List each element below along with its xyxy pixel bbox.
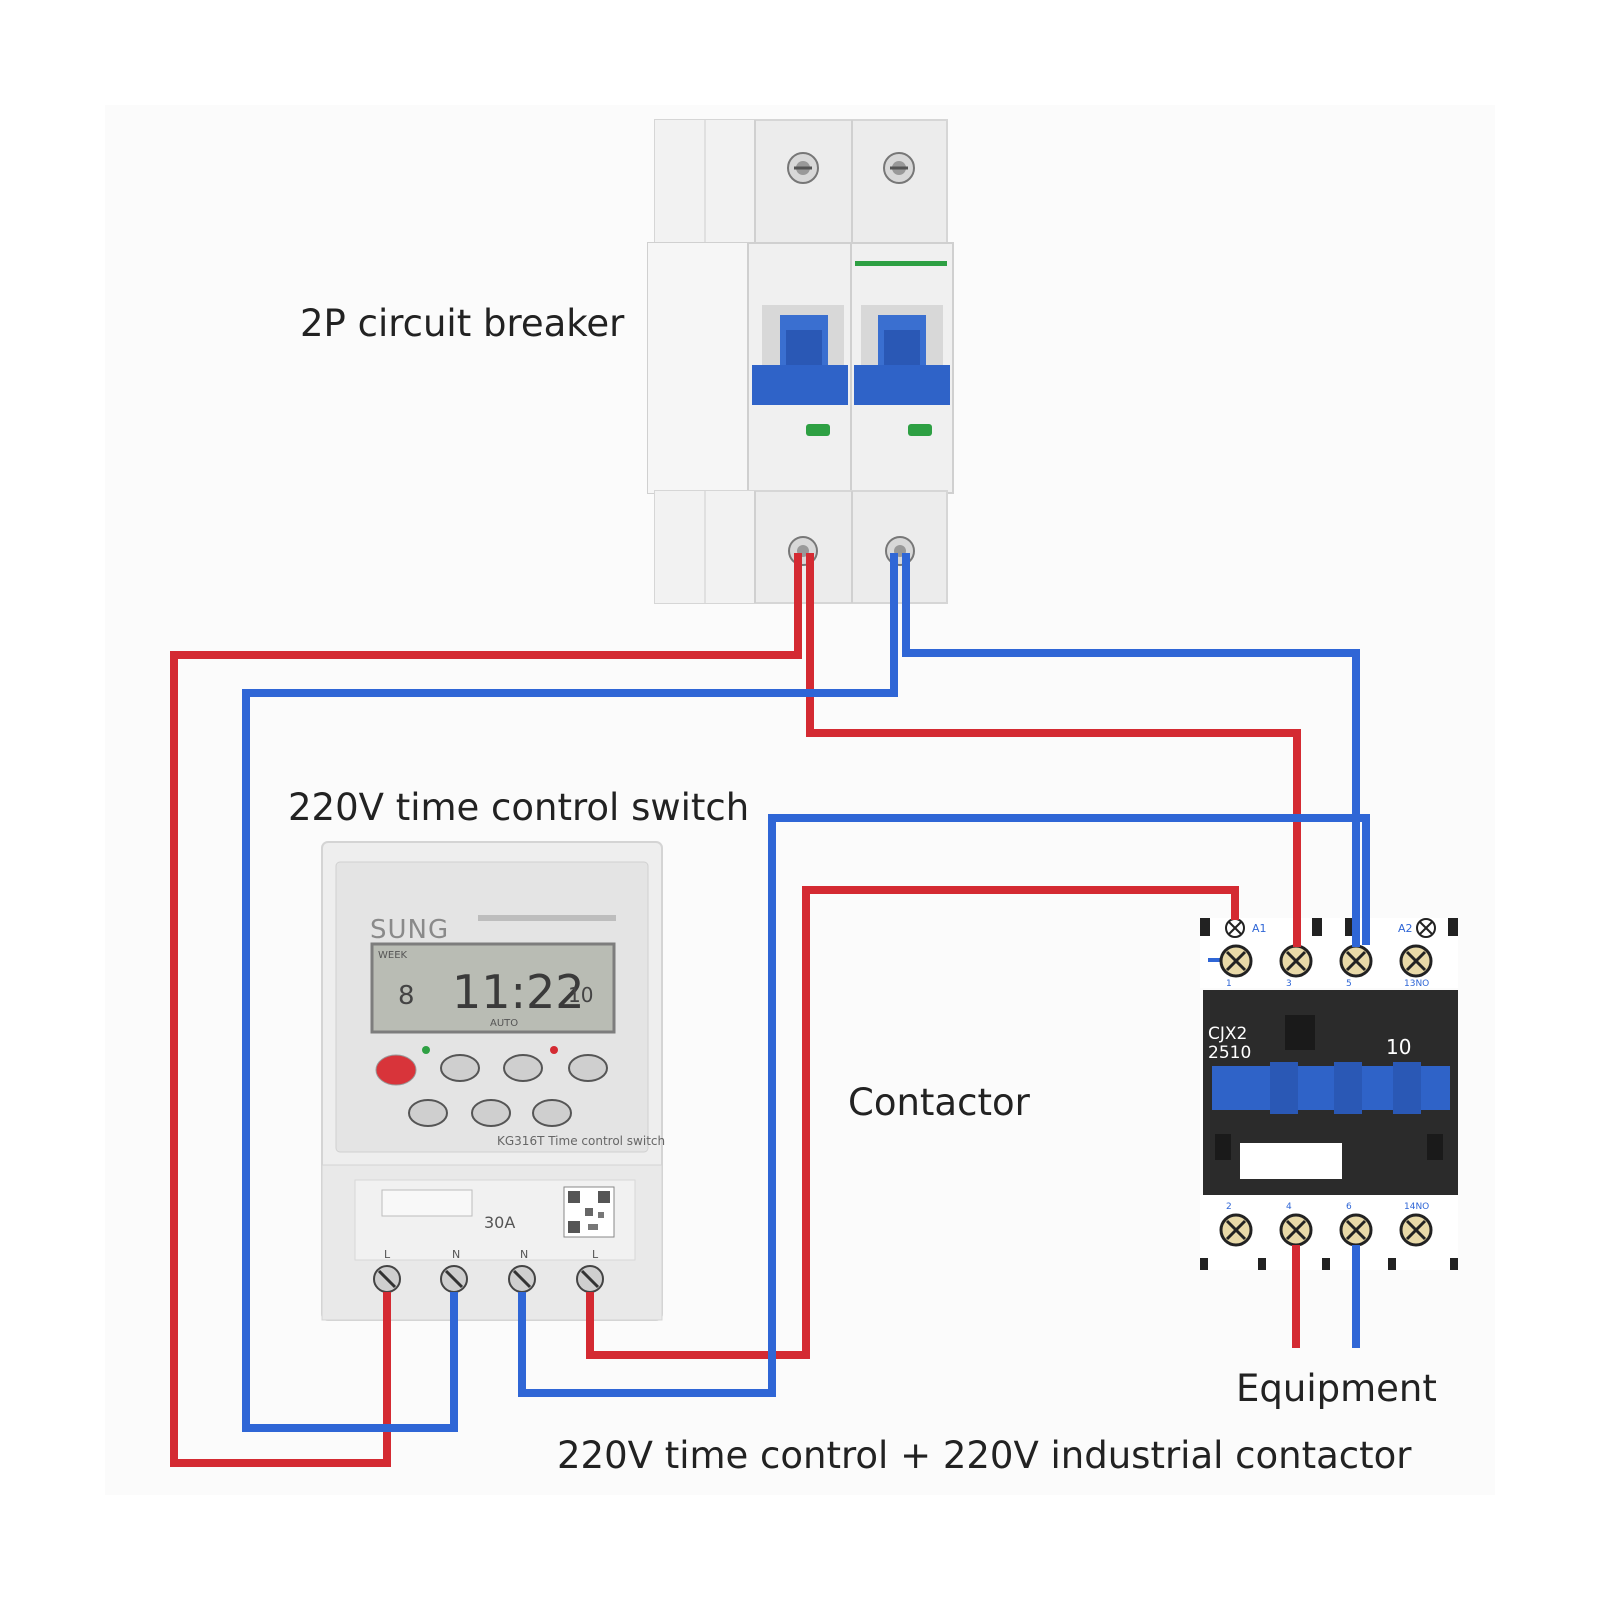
contactor-top-terminal-3: 3 bbox=[1286, 979, 1292, 989]
footer-caption: 220V time control + 220V industrial cont… bbox=[557, 1434, 1412, 1477]
live-wire-breaker-to-timer bbox=[170, 553, 802, 1467]
timer-label: 220V time control switch bbox=[288, 786, 750, 829]
timer-button-hour[interactable] bbox=[440, 1054, 480, 1082]
timer-lcd: WEEK 8 11:22 10 AUTO bbox=[370, 942, 616, 1034]
timer-led-green bbox=[422, 1046, 430, 1054]
circuit-breaker bbox=[647, 119, 954, 604]
breaker-top-screw-2 bbox=[883, 152, 915, 184]
contactor-label: Contactor bbox=[848, 1081, 1030, 1124]
timer-screw-l-out bbox=[576, 1265, 604, 1293]
contactor-top-screw-13 bbox=[1399, 944, 1433, 978]
contactor-coil-a2: A2 bbox=[1398, 922, 1413, 935]
contactor-coil-a1: A1 bbox=[1252, 922, 1267, 935]
contactor-bottom-screw-4 bbox=[1279, 1213, 1313, 1247]
live-wires bbox=[170, 553, 1301, 1467]
timer-button-auto[interactable] bbox=[408, 1099, 448, 1127]
timer-button-min[interactable] bbox=[503, 1054, 543, 1082]
contactor-bottom-terminal-2: 2 bbox=[1226, 1202, 1232, 1212]
breaker-top-screw-1 bbox=[787, 152, 819, 184]
contactor-model-line1: CJX2 bbox=[1208, 1024, 1247, 1044]
timer-terminal-l2: L bbox=[592, 1248, 599, 1261]
timer-screw-n-in bbox=[440, 1265, 468, 1293]
lcd-mode: AUTO bbox=[490, 1018, 518, 1029]
breaker-toggle-1 bbox=[752, 305, 848, 405]
breaker-label: 2P circuit breaker bbox=[300, 302, 625, 345]
timer-led-red bbox=[550, 1046, 558, 1054]
neutral-wires bbox=[242, 553, 1370, 1432]
equipment-label: Equipment bbox=[1236, 1367, 1437, 1410]
time-control-switch: SUNG WEEK 8 11:22 10 AUTO KG316T Time co… bbox=[321, 841, 665, 1321]
timer-terminal-l1: L bbox=[384, 1248, 391, 1261]
timer-current: 30A bbox=[484, 1213, 515, 1232]
contactor-label-plate bbox=[1240, 1143, 1342, 1179]
live-wire-timer-to-coil-a1 bbox=[586, 886, 1239, 1359]
timer-button-setup[interactable] bbox=[471, 1099, 511, 1127]
breaker-indicator-2 bbox=[908, 424, 932, 436]
timer-button-week[interactable] bbox=[568, 1054, 608, 1082]
lcd-week: WEEK bbox=[378, 950, 408, 961]
live-wire-breaker-to-contactor-3 bbox=[806, 553, 1301, 947]
timer-qr-code bbox=[563, 1186, 615, 1238]
coil-screw-a1 bbox=[1225, 918, 1245, 938]
timer-screw-n-out bbox=[508, 1265, 536, 1293]
coil-screw-a2 bbox=[1416, 918, 1436, 938]
lcd-seconds: 10 bbox=[568, 983, 593, 1007]
timer-terminal-n2: N bbox=[520, 1248, 528, 1261]
contactor-bottom-screw-14 bbox=[1399, 1213, 1433, 1247]
lcd-time: 11:22 bbox=[452, 965, 585, 1019]
neutral-wire-breaker-to-timer bbox=[242, 553, 898, 1432]
contactor-bottom-terminal-4: 4 bbox=[1286, 1202, 1292, 1212]
timer-screw-l-in bbox=[373, 1265, 401, 1293]
contactor: A1 A2 1 3 5 13NO CJX2 2510 10 2 4 6 14NO bbox=[1200, 918, 1458, 1270]
timer-brand: SUNG bbox=[370, 915, 449, 945]
contactor-bottom-screw-6 bbox=[1339, 1213, 1373, 1247]
breaker-toggle-2 bbox=[854, 305, 950, 405]
contactor-bottom-screw-2 bbox=[1219, 1213, 1253, 1247]
timer-button-cancel[interactable] bbox=[375, 1054, 417, 1086]
timer-model-caption: KG316T Time control switch bbox=[497, 1134, 665, 1148]
contactor-top-screw-1 bbox=[1219, 944, 1253, 978]
contactor-top-screw-5 bbox=[1339, 944, 1373, 978]
contactor-top-terminal-5: 5 bbox=[1346, 979, 1352, 989]
timer-terminal-n1: N bbox=[452, 1248, 460, 1261]
contactor-bottom-terminal-6: 6 bbox=[1346, 1202, 1352, 1212]
neutral-wire-timer-to-coil bbox=[518, 814, 1370, 1397]
contactor-model-line2: 2510 bbox=[1208, 1043, 1251, 1063]
lcd-day: 8 bbox=[398, 981, 415, 1011]
contactor-top-terminal-13: 13NO bbox=[1404, 979, 1429, 989]
contactor-rating: 10 bbox=[1386, 1035, 1411, 1059]
breaker-indicator-1 bbox=[806, 424, 830, 436]
timer-button-clock[interactable] bbox=[532, 1099, 572, 1127]
contactor-top-screw-3 bbox=[1279, 944, 1313, 978]
neutral-wire-breaker-to-contactor-5 bbox=[902, 553, 1360, 947]
contactor-bottom-terminal-14: 14NO bbox=[1404, 1202, 1429, 1212]
contactor-top-terminal-1: 1 bbox=[1226, 979, 1232, 989]
